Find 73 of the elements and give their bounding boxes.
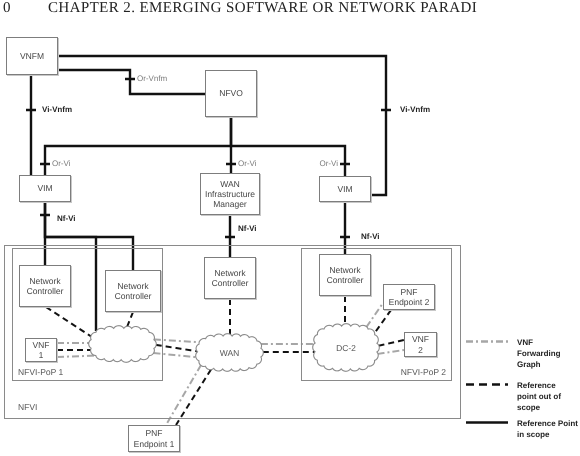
component-box [204,257,256,299]
box-label: Network Controller [326,264,364,286]
container-label: NFVI-PoP 2 [400,367,446,377]
legend-label: Reference Point in scope [517,418,579,440]
legend-label: Reference point out of scope [517,380,562,413]
component-box [200,173,260,215]
box-label: VNF 2 [411,334,430,355]
cloud-label: WAN [220,348,240,358]
dashed-connector [126,312,134,327]
interface-label: Nf-Vi [361,232,380,242]
page-number: 0 [3,0,11,17]
interface-label: Or-Vi [319,159,338,169]
connector [44,202,98,332]
cloud-shape [195,333,264,372]
interface-label: Nf-Vi [57,214,76,224]
component-box [128,425,180,452]
connector [58,54,392,196]
legend-label: VNF Forwarding Graph [517,337,562,370]
dash-dot-connector [377,349,404,355]
dashed-connector [45,306,92,338]
box-label: Network Controller [210,268,250,288]
container-box [4,245,461,419]
connector [224,215,236,257]
dash-dot-connector [153,352,196,358]
box-label: VNFM [20,50,44,62]
component-box [404,332,437,357]
running-header: CHAPTER 2. EMERGING SOFTWARE OR NETWORK PARADI [48,0,478,17]
component-box [319,176,371,202]
dash-dot-connector [366,302,384,328]
dashed-connector [374,309,392,334]
component-box [105,270,161,312]
dash-dot-connector [165,364,202,426]
component-box [383,284,435,310]
box-label: Network Controller [114,280,152,302]
box-label: NFVO [219,88,243,99]
interface-label: Or-Vi [52,159,71,169]
container-box [301,248,452,381]
interface-label: Vi-Vnfm [400,105,430,115]
component-box [205,70,257,117]
component-box [19,175,71,202]
cloud-label: DC-2 [336,342,356,352]
box-label: VIM [37,183,53,194]
cloud-shape [312,323,380,372]
connector [230,117,352,176]
box-label: VIM [337,184,353,194]
connector [24,75,38,175]
dash-dot-connector [260,343,314,345]
interface-label: Nf-Vi [238,224,257,234]
box-label: VNF 1 [32,340,50,360]
interface-label: Or-Vnfm [137,74,168,84]
interface-label: Vi-Vnfm [42,105,72,115]
box-label: WAN Infrastructure Manager [204,178,256,210]
dashed-connector [57,349,92,351]
component-box [319,254,371,296]
box-label: PNF Endpoint 2 [388,286,430,308]
component-box [6,37,58,75]
cloud-shape [88,325,157,363]
container-label: NFVI [18,402,38,412]
component-box [25,338,57,362]
interface-label: Or-Vi [238,159,257,169]
dash-dot-connector [56,354,94,358]
dash-dot-connector [57,342,90,344]
connector [58,68,205,96]
dashed-connector [175,369,212,426]
dashed-connector [229,299,231,334]
component-box [19,265,71,307]
dashed-connector [378,339,404,347]
connector [338,202,352,254]
box-label: PNF Endpoint 1 [132,428,176,449]
dashed-connector [156,344,197,352]
dashed-connector [344,296,346,324]
dashed-connector [262,351,315,353]
box-label: Network Controller [26,276,64,296]
